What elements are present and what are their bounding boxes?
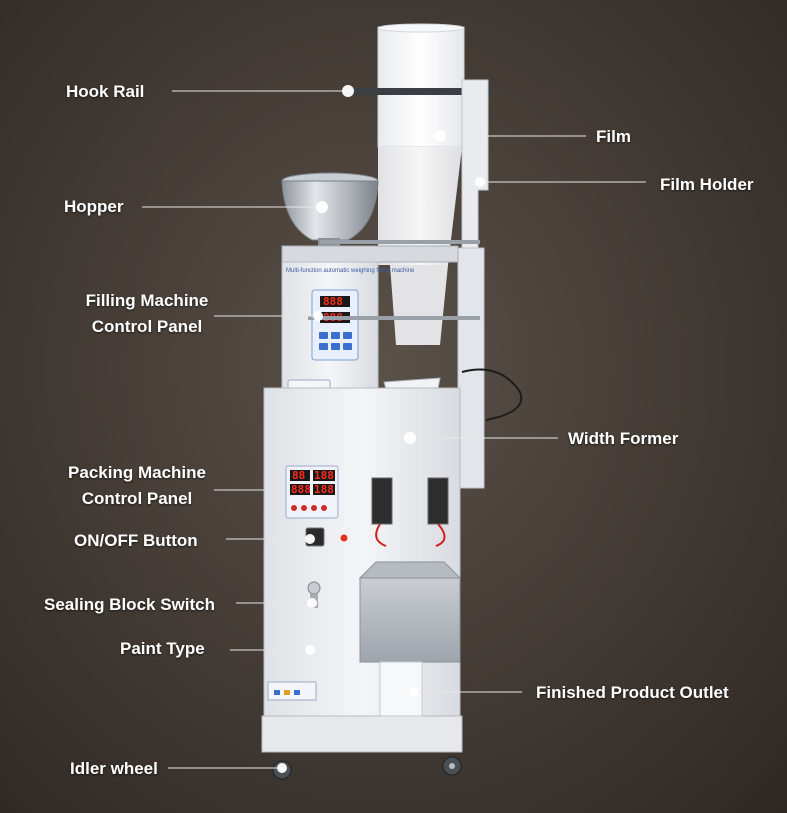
dot-film-holder (475, 177, 485, 187)
label-hopper: Hopper (64, 197, 124, 216)
dot-width-former (404, 432, 416, 444)
label-hook-rail: Hook Rail (66, 82, 145, 101)
label-onoff-button: ON/OFF Button (74, 531, 198, 550)
label-width-former: Width Former (568, 429, 679, 448)
film-holder-bracket (457, 79, 489, 489)
marker-dots (277, 85, 485, 773)
dot-paint (305, 645, 315, 655)
hopper (281, 172, 379, 250)
lower-guide-rod (308, 316, 480, 320)
dot-film (434, 130, 446, 142)
label-filling-panel-line1: Filling Machine (85, 291, 209, 310)
dot-filling-panel (313, 311, 323, 321)
film-roll (377, 23, 465, 345)
label-paint-type: Paint Type (120, 639, 205, 658)
label-packing-panel: Packing Machine Control Panel (62, 460, 212, 512)
label-sealing-switch: Sealing Block Switch (44, 595, 215, 614)
upper-guide-rod (320, 240, 480, 244)
packer-display-c: 888 (291, 483, 311, 496)
filler-caption: Multi-function automatic weighing fillin… (286, 268, 415, 274)
label-packing-panel-line1: Packing Machine (68, 463, 206, 482)
filler-display-a: 888 (323, 295, 343, 308)
sealing-switch-knob (307, 581, 321, 595)
dot-sealing (307, 598, 317, 608)
sealing-jaws (371, 477, 449, 547)
dot-hopper (316, 201, 328, 213)
heater-box (359, 577, 461, 663)
label-packing-panel-line2: Control Panel (81, 489, 193, 508)
label-filling-panel-line2: Control Panel (91, 317, 203, 336)
packer-display-b: 188 (314, 469, 334, 482)
dot-idler (277, 763, 287, 773)
power-indicator (340, 534, 348, 542)
packer-display-a: 88 (292, 469, 305, 482)
wheels (272, 756, 462, 780)
cable (461, 368, 523, 421)
dot-onoff (305, 534, 315, 544)
label-product-outlet: Finished Product Outlet (536, 683, 729, 702)
label-film-holder: Film Holder (660, 175, 754, 194)
label-film: Film (596, 127, 631, 146)
packer-display-d: 188 (314, 483, 334, 496)
leader-lines (142, 90, 646, 769)
hook-rail-shaft (352, 88, 492, 95)
dot-hook-rail (342, 85, 354, 97)
dot-outlet (409, 687, 419, 697)
label-idler-wheel: Idler wheel (70, 759, 158, 778)
label-filling-panel: Filling Machine Control Panel (80, 288, 214, 340)
paint-type-label (267, 681, 317, 701)
